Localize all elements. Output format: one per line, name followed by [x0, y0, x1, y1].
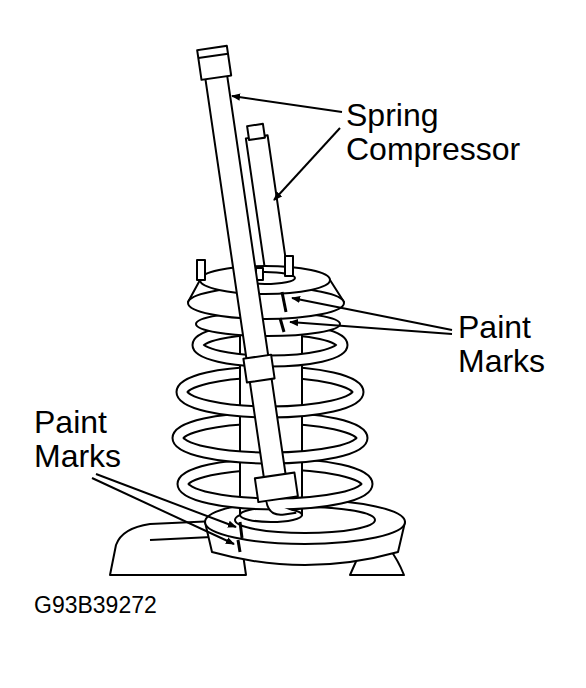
part-label: Paint Marks	[458, 310, 573, 378]
part-label: Spring Compressor	[346, 98, 556, 166]
figure-number: G93B39272	[34, 592, 254, 618]
lower-spring-seat	[205, 500, 405, 565]
part-label: Paint Marks	[34, 405, 149, 473]
spring-compressor-rod	[192, 45, 300, 518]
